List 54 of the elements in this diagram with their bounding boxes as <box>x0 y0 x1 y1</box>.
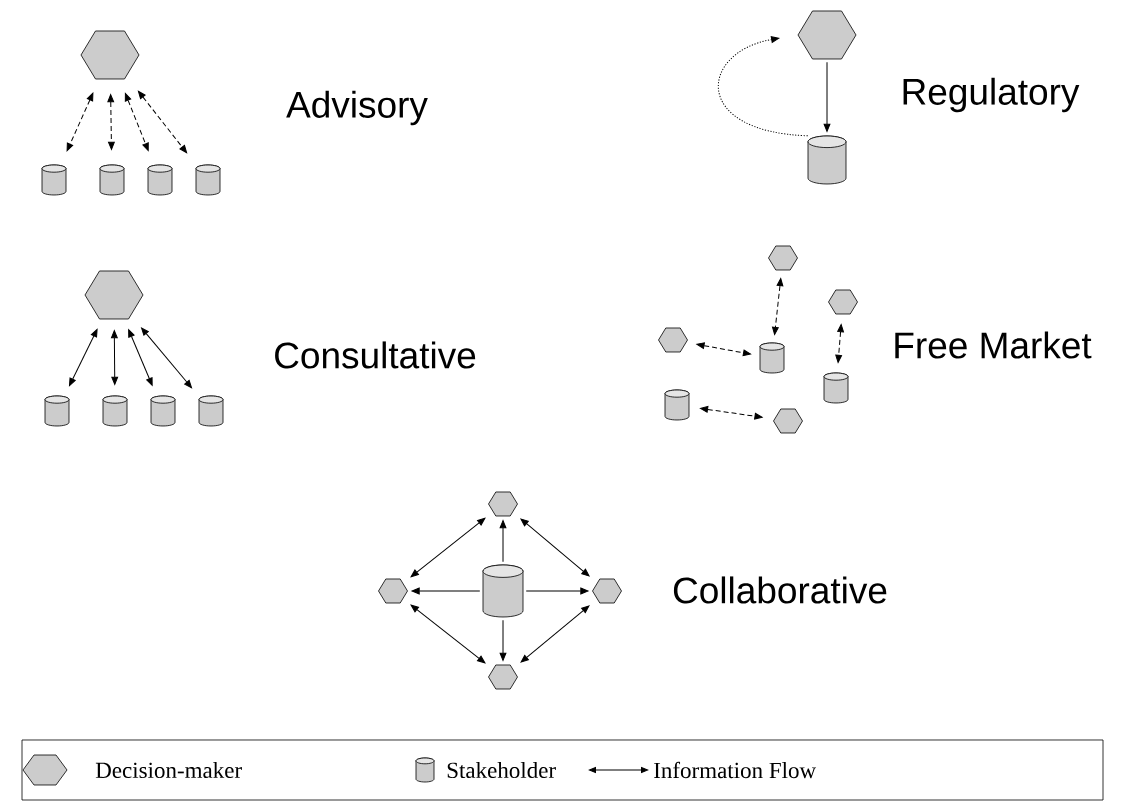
legend-text: Information Flow <box>654 761 817 779</box>
cylinder <box>150 395 176 427</box>
arrow <box>69 328 98 387</box>
arrow <box>699 406 763 420</box>
arrow <box>520 518 590 577</box>
hexagon <box>658 327 688 353</box>
hexagon <box>828 289 858 315</box>
arrow <box>499 520 507 563</box>
hexagon <box>488 664 518 690</box>
model-label: Consultative <box>275 341 476 369</box>
hexagon <box>378 578 408 604</box>
arrow <box>128 329 153 386</box>
legend-text: Stakeholder <box>447 761 556 779</box>
cylinder <box>759 342 785 374</box>
cylinder <box>147 164 173 196</box>
model-label: Free Market <box>895 331 1092 359</box>
arrow <box>835 324 844 363</box>
hexagon <box>592 578 622 604</box>
arrow <box>141 327 192 389</box>
cylinder <box>195 164 221 196</box>
hexagon <box>488 491 518 517</box>
arrow <box>499 619 507 661</box>
arrow <box>520 605 590 663</box>
arrow <box>107 94 115 150</box>
cylinder <box>807 135 847 185</box>
arrow <box>525 587 589 595</box>
arrow <box>137 90 188 154</box>
model-label: Advisory <box>286 90 428 126</box>
legend-text: Decision-maker <box>95 761 242 779</box>
hexagon <box>768 245 798 271</box>
model-label: Regulatory <box>903 77 1080 113</box>
cylinder <box>41 164 67 196</box>
arrow <box>718 36 809 137</box>
arrow <box>124 92 149 151</box>
hexagon <box>773 408 803 434</box>
cylinder <box>664 389 690 421</box>
hexagon <box>84 270 144 320</box>
hexagon <box>80 30 140 80</box>
cylinder <box>44 395 70 427</box>
arrow <box>66 92 94 152</box>
arrow <box>410 517 486 578</box>
model-label: Collaborative <box>673 576 887 604</box>
cylinder <box>102 395 128 427</box>
cylinder <box>198 395 224 427</box>
cylinder <box>823 372 849 404</box>
arrow <box>696 342 752 357</box>
arrow <box>110 330 119 385</box>
arrow <box>772 278 784 335</box>
arrow <box>410 604 486 664</box>
hexagon <box>797 10 857 60</box>
cylinder <box>482 564 524 618</box>
arrow <box>411 587 481 595</box>
cylinder <box>99 164 125 196</box>
arrow <box>823 61 831 132</box>
